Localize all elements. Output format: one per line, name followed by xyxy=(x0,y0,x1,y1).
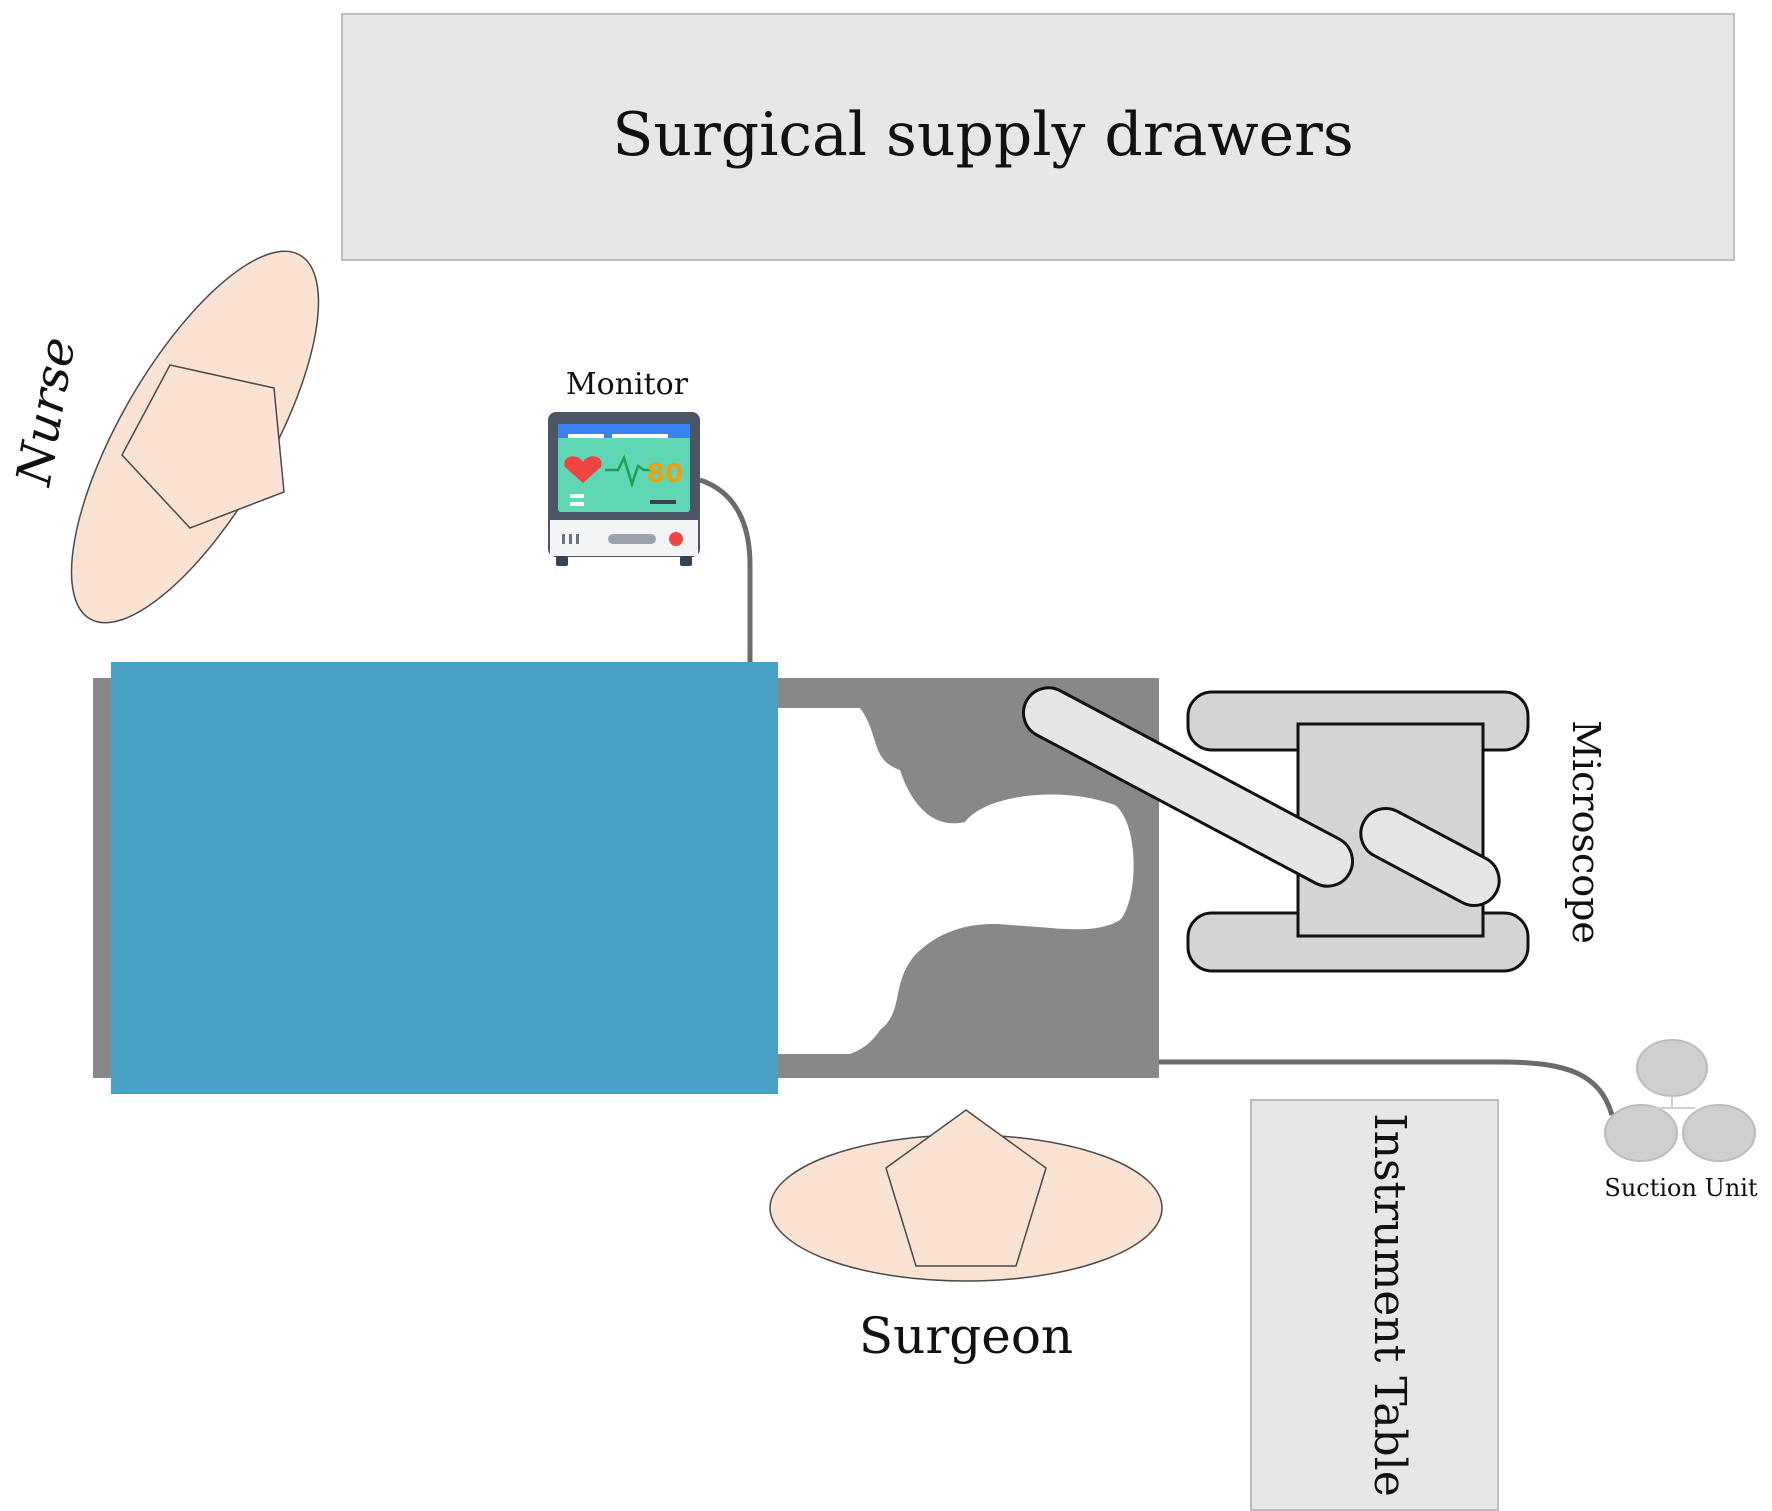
heart-icon xyxy=(564,456,602,483)
operating-table xyxy=(93,662,1159,1094)
patient-monitor: Monitor 80 xyxy=(548,367,753,665)
suction-unit-label: Suction Unit xyxy=(1604,1174,1758,1202)
monitor-label: Monitor xyxy=(566,367,689,402)
drawers-label: Surgical supply drawers xyxy=(612,100,1353,170)
microscope-arm-segment xyxy=(1359,807,1501,907)
instrument-table-label: Instrument Table xyxy=(1364,1113,1415,1497)
microscope-label: Microscope xyxy=(1564,720,1608,944)
microscope: Microscope xyxy=(1021,686,1608,973)
patient-monitor-icon: 80 xyxy=(548,412,700,566)
surgeon: Surgeon xyxy=(769,1109,1163,1365)
monitor-reading: 80 xyxy=(647,459,683,489)
nurse-label: Nurse xyxy=(6,333,87,490)
surgical-drape xyxy=(111,662,778,1094)
patient-silhouette xyxy=(778,708,1134,1054)
surgical-supply-drawers: Surgical supply drawers xyxy=(341,13,1735,261)
suction-unit: Suction Unit xyxy=(1604,1039,1758,1202)
instrument-table: Instrument Table xyxy=(1250,1099,1499,1511)
monitor-cable xyxy=(699,477,753,665)
suction-tubing xyxy=(1159,1059,1615,1116)
nurse: Nurse xyxy=(6,250,320,624)
microscope-arm-segment xyxy=(1021,686,1355,888)
surgeon-label: Surgeon xyxy=(859,1307,1073,1365)
